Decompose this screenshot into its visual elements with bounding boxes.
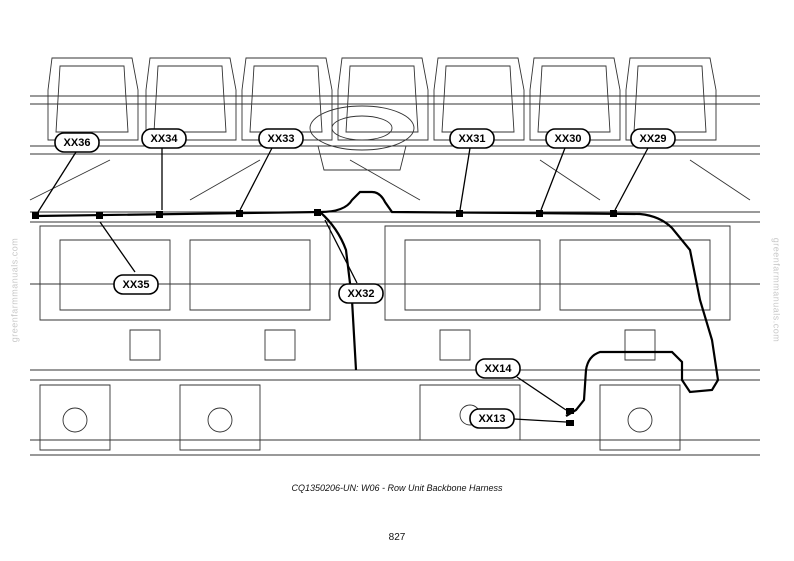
- callout-xx34: XX34: [141, 128, 187, 149]
- watermark-left: greenfarmmanuals.com: [9, 237, 20, 343]
- callout-xx31: XX31: [449, 128, 495, 149]
- svg-text:XX35: XX35: [123, 279, 150, 291]
- svg-text:XX31: XX31: [459, 133, 486, 145]
- callout-xx35: XX35: [113, 274, 159, 295]
- callout-xx30: XX30: [545, 128, 591, 149]
- harness-diagram: XX36 XX34 XX33 XX31 XX30 XX29 XX35 XX32 …: [29, 57, 760, 456]
- svg-text:XX13: XX13: [479, 413, 506, 425]
- callout-xx36: XX36: [54, 132, 100, 153]
- callout-xx32: XX32: [338, 283, 384, 304]
- svg-text:XX29: XX29: [640, 133, 667, 145]
- callout-xx14: XX14: [475, 358, 521, 379]
- machine-linework: [29, 57, 760, 456]
- callout-xx29: XX29: [630, 128, 676, 149]
- leader-lines: [37, 147, 649, 423]
- svg-text:XX34: XX34: [151, 133, 179, 145]
- backbone-harness-wire: [35, 190, 720, 417]
- page-number: 827: [388, 532, 406, 543]
- watermark-right: greenfarmmanuals.com: [771, 237, 782, 343]
- svg-text:XX14: XX14: [485, 363, 513, 375]
- svg-text:XX36: XX36: [64, 137, 91, 149]
- callout-xx33: XX33: [258, 128, 304, 149]
- hopper-row: [47, 57, 717, 141]
- callout-xx13: XX13: [469, 408, 515, 429]
- svg-text:XX33: XX33: [268, 133, 295, 145]
- svg-text:XX32: XX32: [348, 288, 375, 300]
- figure-caption: CQ1350206-UN: W06 - Row Unit Backbone Ha…: [291, 483, 503, 493]
- svg-text:XX30: XX30: [555, 133, 582, 145]
- connectors: [32, 209, 617, 426]
